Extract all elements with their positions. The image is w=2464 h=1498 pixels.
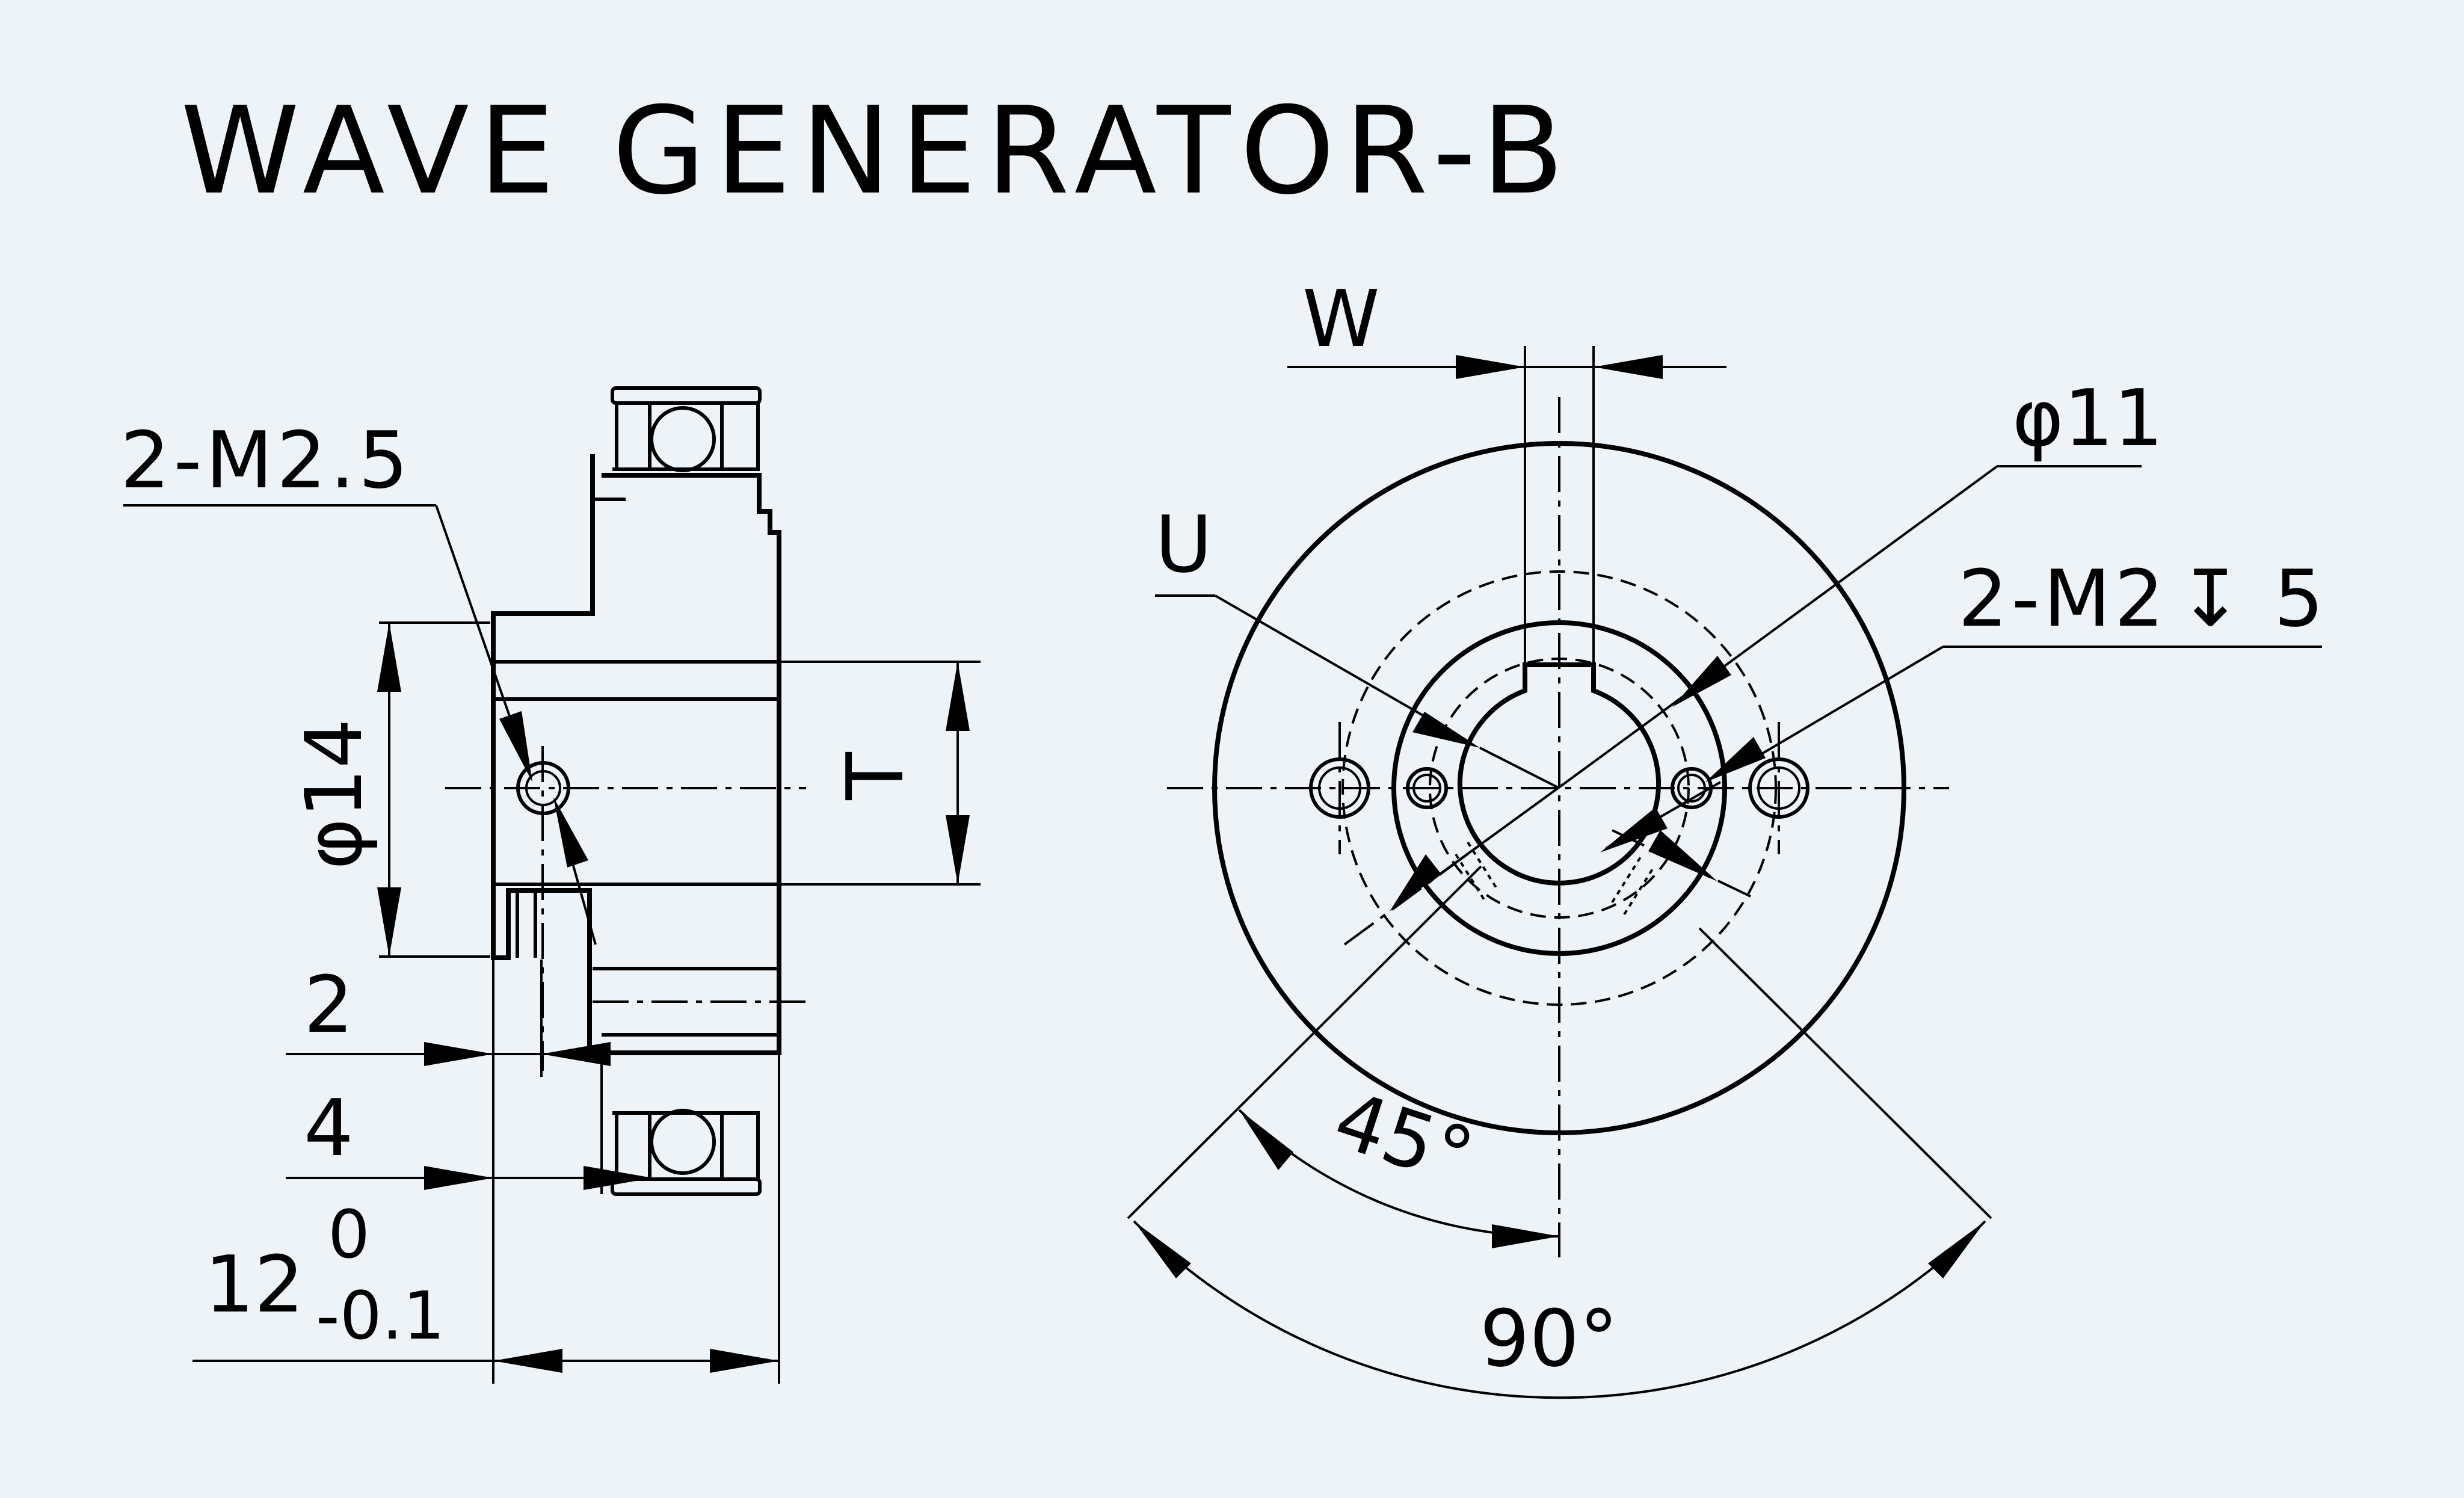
thread-depth-symbol: ↧ (2178, 553, 2243, 644)
angle-90-label: 90° (1480, 1293, 1618, 1384)
dim-12-label: 12 (205, 1239, 304, 1330)
ball-top (650, 406, 716, 472)
side-body-outline (491, 454, 781, 1055)
bottom-bearing (611, 1109, 762, 1196)
w-label: W (1302, 273, 1380, 365)
dim-4-label: 4 (304, 1082, 354, 1174)
diameter-14-label: φ14 (288, 718, 380, 869)
tol-upper-label: 0 (328, 1196, 370, 1273)
keyed-bore (1458, 662, 1661, 886)
side-view: φ14 T 2-M2.5 2 4 12 0 -0.1 (120, 386, 981, 1384)
u-label: U (1155, 499, 1212, 590)
tol-lower-label: -0.1 (316, 1277, 445, 1354)
dim-2-label: 2 (304, 959, 354, 1050)
front-thread-label: 2-M2 (1958, 553, 2168, 644)
angle-45-label: 45° (1324, 1073, 1484, 1203)
thread-depth-value: 5 (2274, 553, 2324, 644)
t-label: T (830, 752, 921, 801)
ball-bottom (650, 1109, 716, 1175)
front-view: W U φ11 2-M2 ↧ 5 45° 90° (1127, 273, 2324, 1399)
drawing-title: WAVE GENERATOR-B (180, 81, 1574, 221)
diameter-11-label: φ11 (2012, 372, 2163, 464)
side-thread-label: 2-M2.5 (120, 415, 412, 506)
top-bearing (611, 386, 762, 472)
